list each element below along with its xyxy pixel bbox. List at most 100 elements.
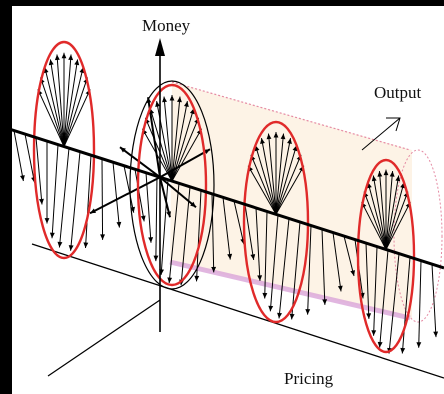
- vector-down: [196, 190, 202, 282]
- vector-arrowhead: [194, 275, 200, 282]
- vector-up: [385, 201, 411, 250]
- vector-down: [134, 169, 145, 222]
- vector-arrowhead: [39, 198, 44, 205]
- vector-arrowhead: [389, 171, 395, 177]
- origin-vector: [159, 176, 197, 208]
- vector-down: [70, 151, 81, 251]
- vector-up: [275, 145, 297, 215]
- origin-vector: [159, 176, 171, 218]
- vector-up: [149, 108, 173, 182]
- origin-vector: [159, 148, 211, 179]
- output-arrow-head: [386, 117, 401, 132]
- output-label: Output: [374, 83, 422, 102]
- vector-down: [123, 165, 135, 213]
- phase-ellipse: [356, 158, 416, 354]
- vector-arrowhead: [377, 341, 383, 348]
- vector-arrowhead: [20, 175, 25, 181]
- vector-up: [63, 77, 88, 147]
- vector-up: [171, 128, 203, 182]
- vector-arrowhead: [169, 95, 175, 101]
- vector-arrowhead: [155, 101, 160, 107]
- vector-down: [222, 197, 231, 260]
- origin-vector-arrowhead: [90, 208, 96, 214]
- vector-arrowhead: [266, 133, 272, 140]
- vector-arrowhead: [68, 245, 74, 251]
- vector-arrowhead: [177, 96, 182, 103]
- vector-arrowhead: [57, 241, 63, 248]
- vector-up: [37, 89, 65, 147]
- vector-down: [373, 246, 378, 336]
- vector-up: [255, 145, 277, 215]
- vector-arrowhead: [400, 347, 406, 354]
- vector-arrowhead: [48, 59, 54, 66]
- vector-up: [372, 175, 387, 250]
- vector-arrowhead: [433, 331, 439, 338]
- vector-arrowhead: [305, 309, 311, 315]
- vector-down: [211, 193, 215, 273]
- vector-up: [385, 182, 405, 250]
- vector-up: [63, 89, 91, 147]
- vector-arrowhead: [366, 313, 372, 319]
- vector-down: [168, 183, 180, 284]
- vector-down: [58, 148, 70, 248]
- vector-arrowhead: [44, 218, 50, 224]
- vector-down: [101, 158, 104, 240]
- vector-down: [418, 260, 422, 348]
- vector-arrowhead: [148, 237, 154, 243]
- money-axis-arrowhead: [155, 38, 165, 56]
- vector-arrowhead: [184, 101, 189, 107]
- output-arrow: [361, 117, 401, 151]
- vector-up: [63, 67, 84, 147]
- vector-down: [278, 218, 290, 319]
- vector-arrowhead: [383, 169, 389, 176]
- vector-up: [250, 154, 277, 215]
- vector-arrowhead: [371, 330, 377, 336]
- vector-down: [269, 214, 279, 312]
- pricing-label: Pricing: [284, 369, 334, 388]
- output-axis-line: [5, 126, 444, 270]
- vector-arrowhead: [49, 232, 55, 239]
- vector-up: [49, 59, 65, 147]
- vector-down: [321, 228, 326, 305]
- money-axis: [155, 38, 165, 332]
- vector-down: [233, 200, 245, 245]
- vector-arrowhead: [61, 52, 67, 59]
- vector-up: [361, 201, 387, 250]
- vector-down: [24, 133, 36, 183]
- vector-up: [63, 59, 79, 147]
- origin-vector-arrowhead: [204, 149, 210, 154]
- vector-arrowhead: [377, 171, 383, 177]
- vector-down: [431, 264, 437, 338]
- vector-up: [44, 67, 65, 147]
- vector-arrowhead: [250, 254, 256, 260]
- vector-up: [171, 101, 188, 182]
- vector-up: [156, 101, 173, 182]
- phase-ellipse: [32, 40, 96, 260]
- output-arrow-shaft: [361, 117, 401, 151]
- vector-up: [171, 117, 200, 182]
- vector-down: [365, 243, 370, 319]
- vector-up: [267, 133, 277, 215]
- vector-arrowhead: [54, 54, 60, 61]
- depth-axis-line: [47, 299, 161, 377]
- origin-vector-arrowhead: [166, 211, 171, 218]
- origin-vector-arrowhead: [190, 201, 196, 208]
- vector-arrowhead: [322, 299, 328, 305]
- vector-arrowhead: [227, 253, 233, 260]
- vector-arrowhead: [287, 138, 292, 144]
- vector-up: [261, 138, 277, 215]
- vector-down: [332, 232, 342, 292]
- vector-down: [379, 250, 389, 348]
- vector-down: [244, 204, 255, 260]
- vector-arrowhead: [268, 305, 274, 312]
- cylinder-top-edge: [171, 81, 411, 151]
- vector-arrowhead: [140, 215, 146, 222]
- vector-arrowhead: [100, 234, 105, 240]
- vector-arrowhead: [68, 54, 74, 61]
- vector-arrowhead: [74, 59, 80, 66]
- vector-up: [275, 138, 291, 215]
- phase-ellipse: [242, 120, 310, 324]
- phase-ellipses: [32, 40, 416, 354]
- vector-up: [247, 165, 277, 215]
